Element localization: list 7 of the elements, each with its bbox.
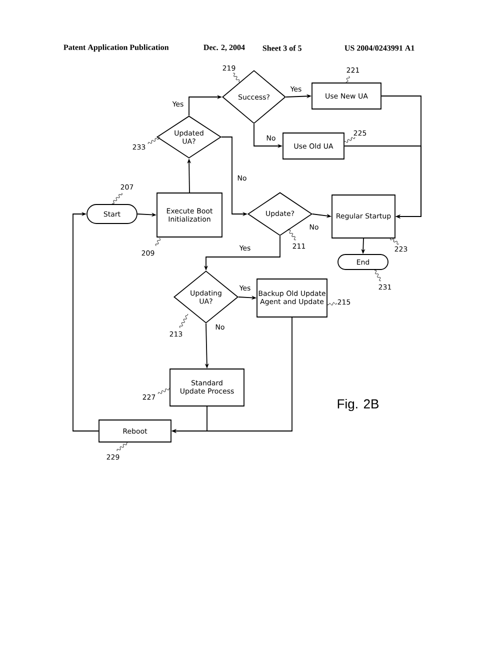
header-text: Patent Application Publication [64,44,169,52]
header-text: US 2004/0243991 A1 [344,45,414,51]
arrow [72,212,99,432]
header-text: Dec. 2, 2004 [204,44,245,52]
figure-label: Fig. 2B [338,398,378,412]
arrow [344,146,422,219]
header-text: Sheet 3 of 5 [262,45,302,51]
